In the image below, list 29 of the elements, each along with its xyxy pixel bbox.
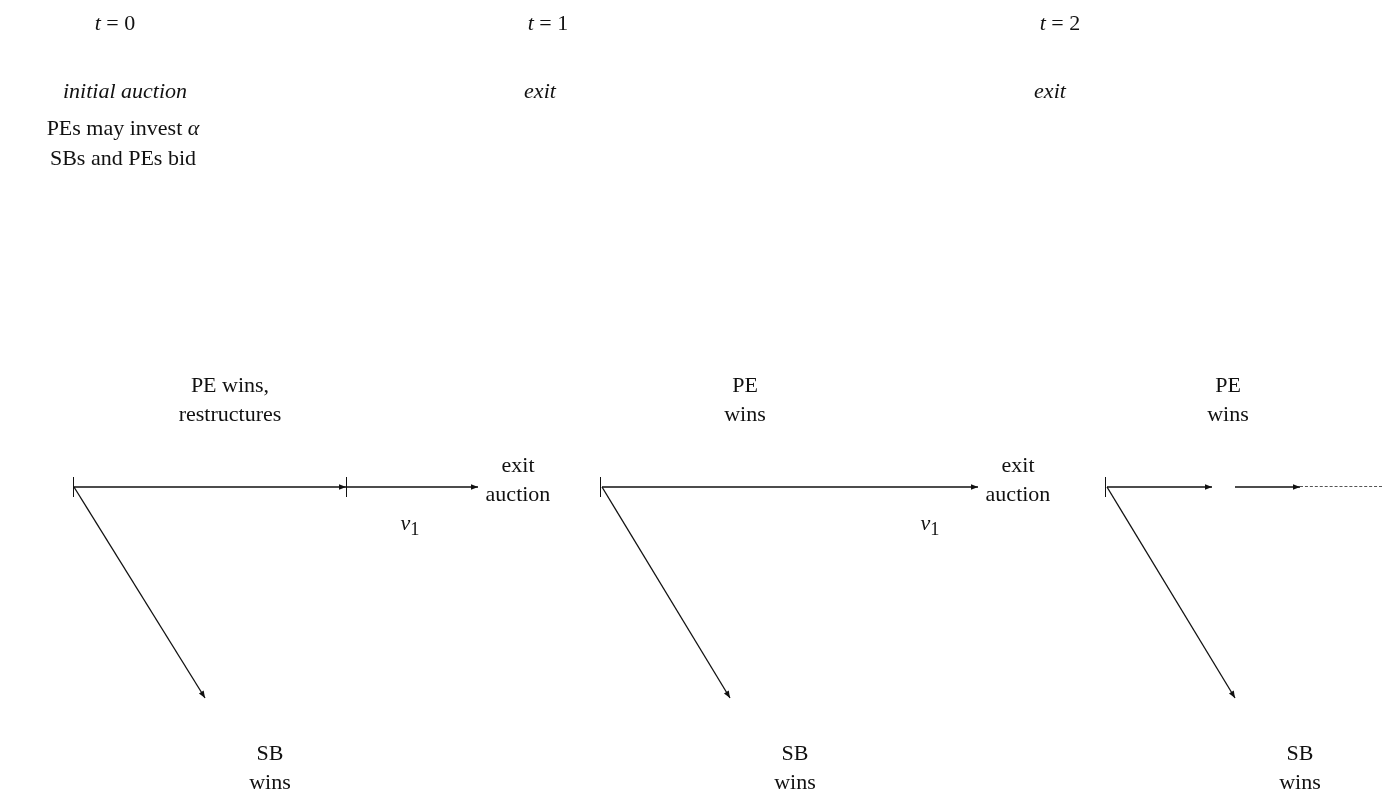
arrow xyxy=(1234,484,1301,490)
stage-heading: initial auction xyxy=(61,77,189,105)
arrow xyxy=(346,484,479,490)
arrow xyxy=(1106,486,1236,699)
arrow xyxy=(73,486,206,699)
outcome-label: PE wins xyxy=(723,371,767,428)
arrow xyxy=(601,484,979,490)
outcome-label: PE wins xyxy=(1206,371,1250,428)
stage-note: SBs and PEs bid xyxy=(48,144,198,172)
tick-mark xyxy=(346,477,347,497)
node-label: exit auction xyxy=(484,451,552,508)
edge-label: v$_{1}$ xyxy=(399,509,421,542)
outcome-label: PE wins, restructures xyxy=(177,371,283,428)
node-label: SB wins xyxy=(1278,739,1322,796)
time-label: t = 2 xyxy=(1038,9,1082,37)
stage-heading: exit xyxy=(523,77,558,105)
node-label: exit auction xyxy=(984,451,1052,508)
node-label: SB wins xyxy=(248,739,292,796)
time-label: t = 1 xyxy=(526,9,570,37)
time-label: t = 0 xyxy=(93,9,137,37)
dashed-line xyxy=(1300,486,1382,489)
arrow xyxy=(1106,484,1213,490)
arrow xyxy=(73,484,347,490)
tick-mark xyxy=(73,477,74,497)
stage-note: PEs may invest α xyxy=(45,114,201,142)
arrow xyxy=(601,486,731,699)
stage-heading: exit xyxy=(1033,77,1068,105)
edge-label: v$_{1}$ xyxy=(919,509,941,542)
node-label: SB wins xyxy=(773,739,817,796)
